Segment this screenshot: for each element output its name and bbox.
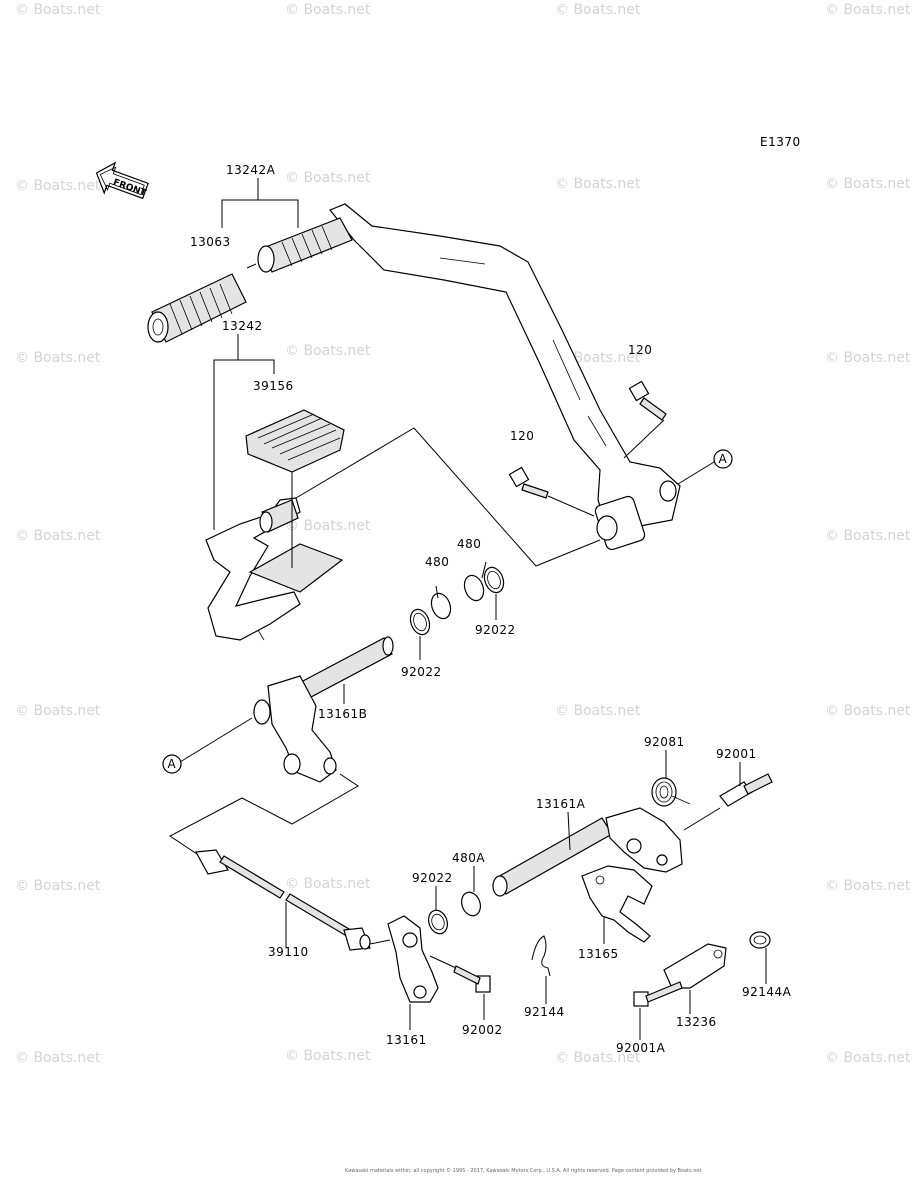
callout-92002: 92002 <box>462 1023 503 1037</box>
callout-13165: 13165 <box>578 947 619 961</box>
callout-13242A: 13242A <box>226 163 276 177</box>
shift-rubber-13242A <box>257 217 353 273</box>
lever-13236 <box>663 943 727 989</box>
spring-92081 <box>651 777 691 807</box>
callout-92022-lower: 92022 <box>412 871 453 885</box>
watermark: © Boats.net <box>825 1050 911 1066</box>
watermark: © Boats.net <box>825 2 911 18</box>
callout-92001A: 92001A <box>616 1041 666 1055</box>
ref-marker-left: A <box>162 754 182 774</box>
watermark: © Boats.net <box>15 703 101 719</box>
plate-13165 <box>581 865 653 943</box>
washer-92022-upper <box>483 566 505 594</box>
callout-92081: 92081 <box>644 735 685 749</box>
front-arrow-icon: FRONT <box>95 161 149 199</box>
washer-92022-middle <box>409 608 431 636</box>
watermark: © Boats.net <box>15 1050 101 1066</box>
callout-120-lower: 120 <box>510 429 534 443</box>
watermark: © Boats.net <box>555 2 641 18</box>
callout-480-upper: 480 <box>457 537 481 551</box>
bolt-92001A <box>633 981 683 1007</box>
watermark: © Boats.net <box>15 350 101 366</box>
watermark: © Boats.net <box>285 876 371 892</box>
watermark: © Boats.net <box>285 170 371 186</box>
callout-13161: 13161 <box>386 1033 427 1047</box>
callout-480-middle: 480 <box>425 555 449 569</box>
callout-120-upper: 120 <box>628 343 652 357</box>
ref-marker-right: A <box>713 449 733 469</box>
callout-13063: 13063 <box>190 235 231 249</box>
watermark: © Boats.net <box>15 178 101 194</box>
callout-92022-middle: 92022 <box>401 665 442 679</box>
callout-13236: 13236 <box>676 1015 717 1029</box>
bolt-120-upper <box>628 380 667 421</box>
watermark: © Boats.net <box>555 1050 641 1066</box>
diagram-code: E1370 <box>760 135 801 149</box>
ref-marker-label: A <box>719 452 728 466</box>
shift-pedal-13242A <box>329 203 681 551</box>
shift-lever-13161 <box>387 915 439 1003</box>
copyright-footer: Kawasaki materials within, all copyright… <box>345 1167 701 1174</box>
tie-rod-39110 <box>195 849 371 951</box>
bolt-120-lower <box>508 466 549 499</box>
pedal-pad-13242 <box>248 543 344 593</box>
callout-92001: 92001 <box>716 747 757 761</box>
callout-13242: 13242 <box>222 319 263 333</box>
callout-92144A: 92144A <box>742 985 792 999</box>
ref-marker-label: A <box>168 757 177 771</box>
watermark: © Boats.net <box>15 528 101 544</box>
shift-shaft-13161B <box>253 636 394 783</box>
grip-sleeve-13063 <box>147 273 247 343</box>
clip-480A <box>460 891 482 917</box>
watermark: © Boats.net <box>285 2 371 18</box>
watermark: © Boats.net <box>825 176 911 192</box>
spring-92144 <box>531 935 551 977</box>
watermark: © Boats.net <box>285 1048 371 1064</box>
callout-92144: 92144 <box>524 1005 565 1019</box>
pedal-13242 <box>205 497 301 641</box>
callout-39110: 39110 <box>268 945 309 959</box>
watermark: © Boats.net <box>555 703 641 719</box>
watermark-layer: © Boats.net © Boats.net © Boats.net © Bo… <box>15 2 911 1066</box>
pin-92001 <box>719 773 773 807</box>
clip-480-upper <box>463 574 485 602</box>
bolt-92002 <box>453 965 491 993</box>
shift-shaft-13161A <box>492 807 683 897</box>
clip-480-middle <box>430 592 452 620</box>
spring-92144A <box>749 931 771 949</box>
callout-39156: 39156 <box>253 379 294 393</box>
callout-13161A: 13161A <box>536 797 586 811</box>
callout-480A: 480A <box>452 851 485 865</box>
watermark: © Boats.net <box>825 703 911 719</box>
watermark: © Boats.net <box>285 343 371 359</box>
watermark: © Boats.net <box>825 350 911 366</box>
watermark: © Boats.net <box>825 528 911 544</box>
watermark: © Boats.net <box>15 878 101 894</box>
washer-92022-lower <box>427 909 449 935</box>
watermark: © Boats.net <box>555 176 641 192</box>
callout-13161B: 13161B <box>318 707 367 721</box>
callout-92022-upper: 92022 <box>475 623 516 637</box>
pedal-pad-39156 <box>245 409 345 473</box>
watermark: © Boats.net <box>285 518 371 534</box>
watermark: © Boats.net <box>825 878 911 894</box>
watermark: © Boats.net <box>15 2 101 18</box>
